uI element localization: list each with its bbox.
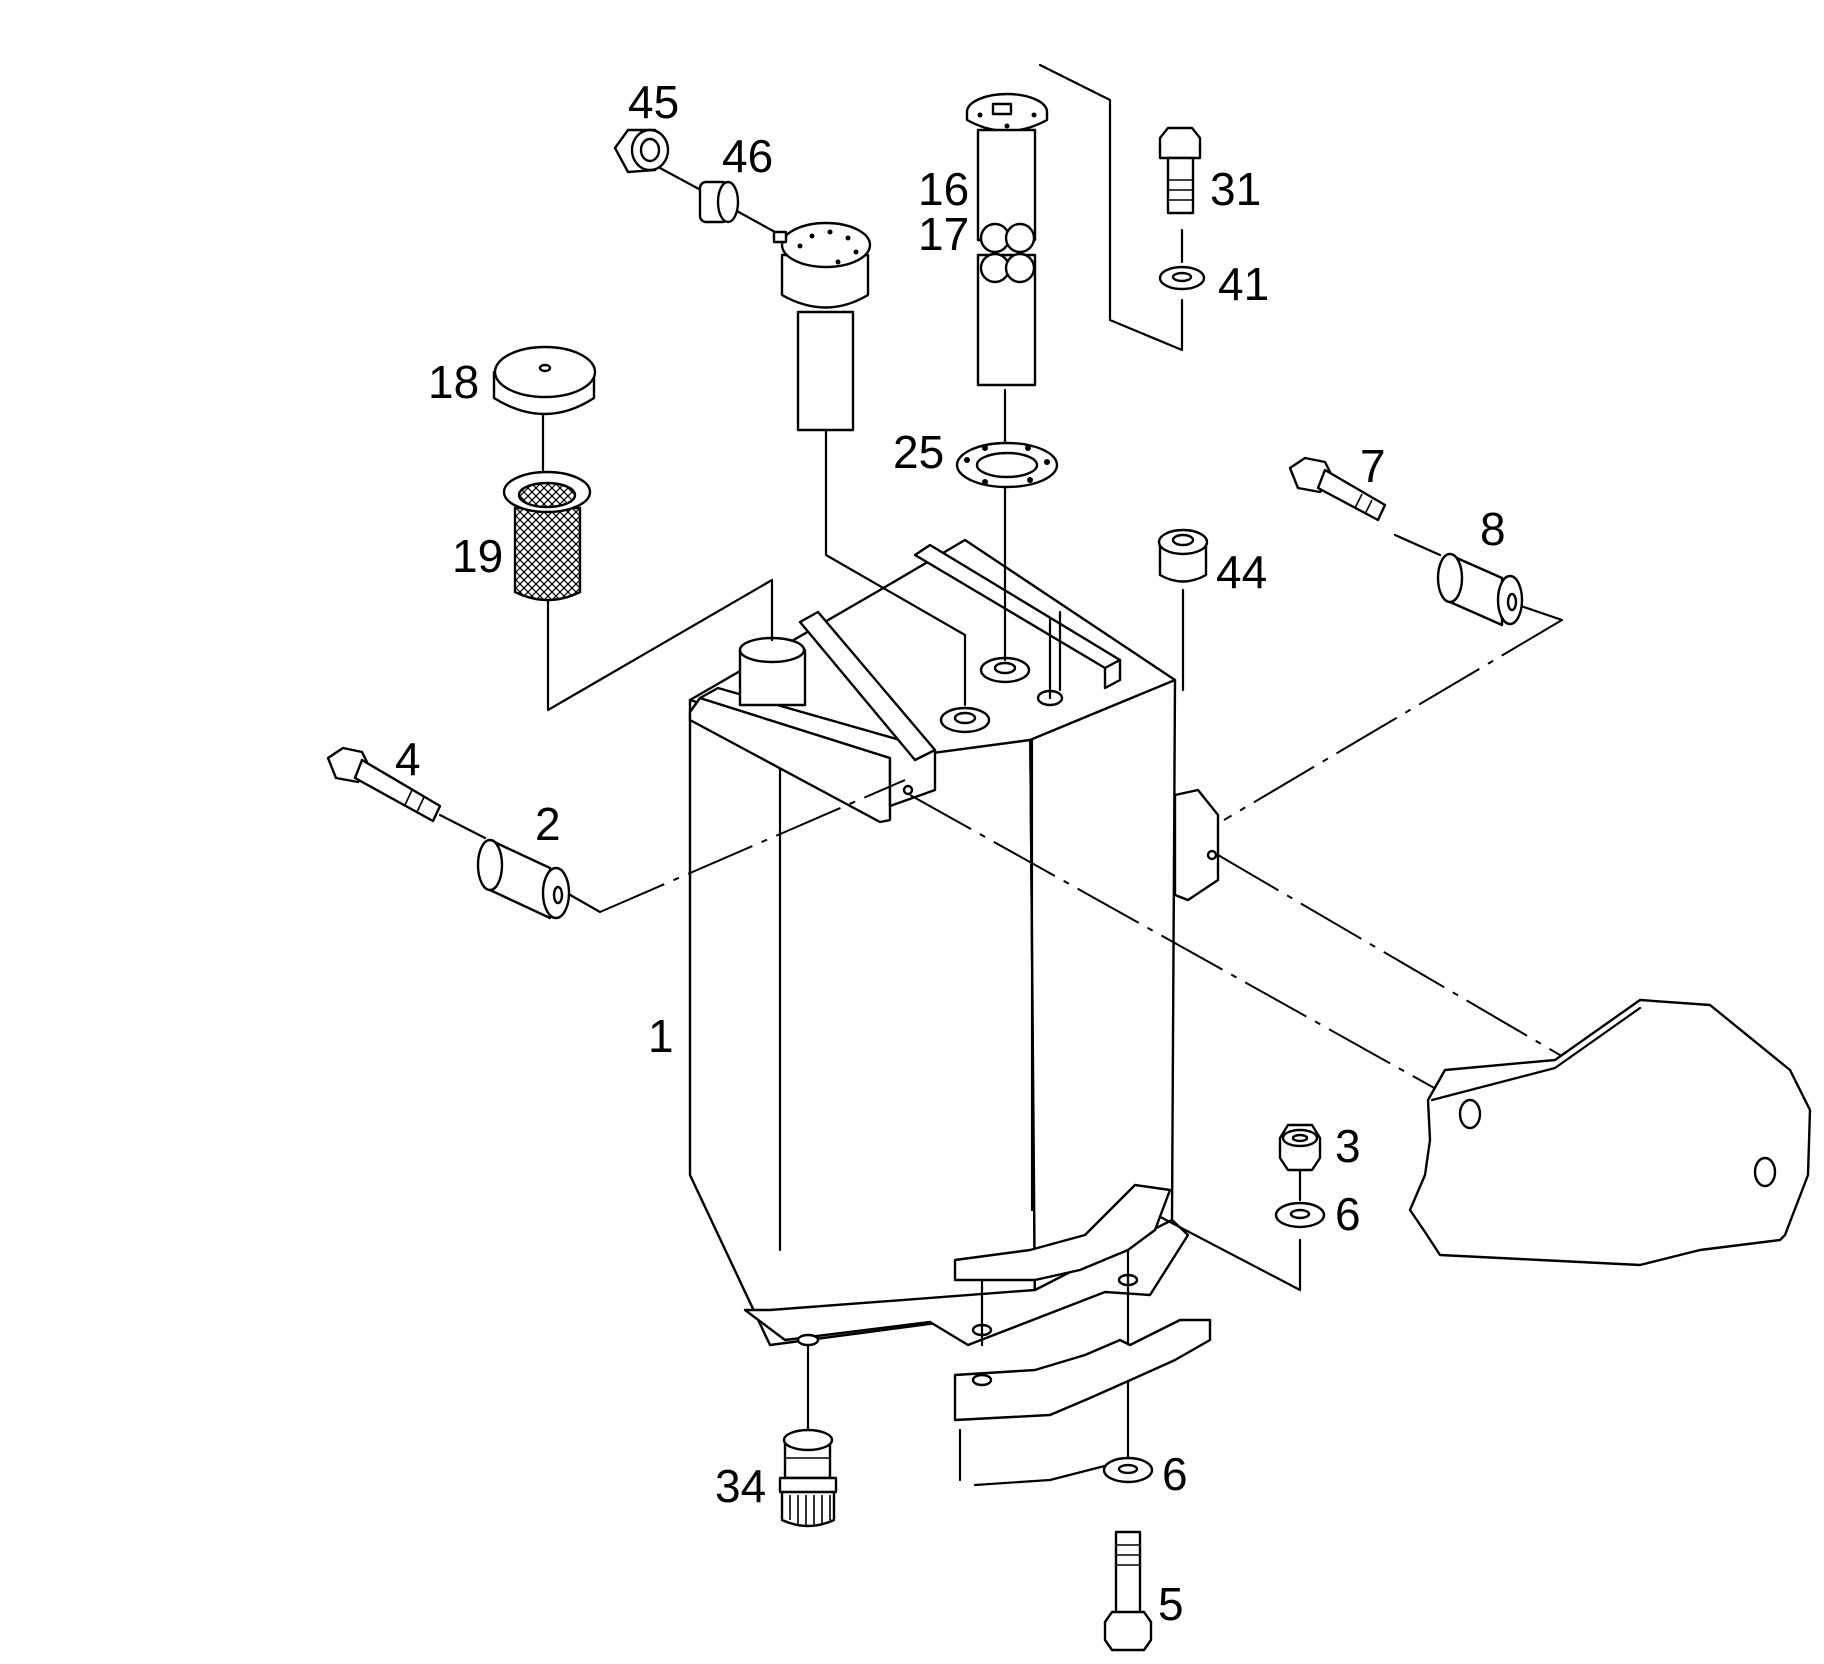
label-part-31: 31	[1210, 163, 1261, 215]
label-part-8: 8	[1480, 503, 1506, 555]
part-7-bolt	[1288, 456, 1387, 522]
part-46-fitting	[698, 180, 740, 224]
part-44-plug	[1157, 528, 1209, 583]
part-31-bolt	[1158, 126, 1202, 215]
floor-brackets	[953, 1183, 1212, 1487]
label-part-17: 17	[918, 208, 969, 260]
label-part-6-upper: 6	[1335, 1188, 1361, 1240]
label-part-7: 7	[1360, 440, 1386, 492]
return-filter	[772, 221, 872, 432]
label-part-25: 25	[893, 426, 944, 478]
part-6-washer-upper	[1274, 1201, 1326, 1229]
part-25-gasket	[955, 441, 1059, 489]
label-part-1: 1	[648, 1010, 674, 1062]
label-part-16: 16	[918, 163, 969, 215]
label-part-34: 34	[715, 1460, 766, 1512]
tank-body	[688, 538, 1220, 1347]
label-part-19: 19	[452, 530, 503, 582]
label-part-45: 45	[628, 76, 679, 128]
part-19-strainer	[502, 470, 592, 602]
leader-lines	[438, 63, 1761, 1462]
part-4-bolt	[326, 746, 442, 823]
label-part-44: 44	[1216, 546, 1267, 598]
label-part-5: 5	[1158, 1578, 1184, 1630]
label-part-41: 41	[1218, 258, 1269, 310]
label-part-4: 4	[395, 733, 421, 785]
part-6-washer-lower	[1102, 1456, 1154, 1484]
part-45-nut	[613, 128, 670, 174]
label-part-3: 3	[1335, 1120, 1361, 1172]
part-41-washer	[1158, 265, 1206, 291]
part-2-spacer	[476, 838, 571, 920]
part-8-spacer	[1436, 552, 1524, 627]
part-18-filler-cap	[492, 345, 597, 416]
label-part-2: 2	[535, 798, 561, 850]
label-part-18: 18	[428, 356, 479, 408]
mounting-plate	[1408, 998, 1812, 1267]
label-part-46: 46	[722, 130, 773, 182]
part-3-nut	[1278, 1123, 1322, 1172]
part-16-17-level-gauge	[965, 92, 1049, 387]
part-34-drain-plug	[778, 1428, 838, 1528]
label-part-6-lower: 6	[1162, 1448, 1188, 1500]
part-5-bolt	[1103, 1530, 1153, 1652]
part-number-labels: 45 46 16 17 31 41 18 25 7 8 19 44 4 2 1 …	[395, 76, 1506, 1630]
